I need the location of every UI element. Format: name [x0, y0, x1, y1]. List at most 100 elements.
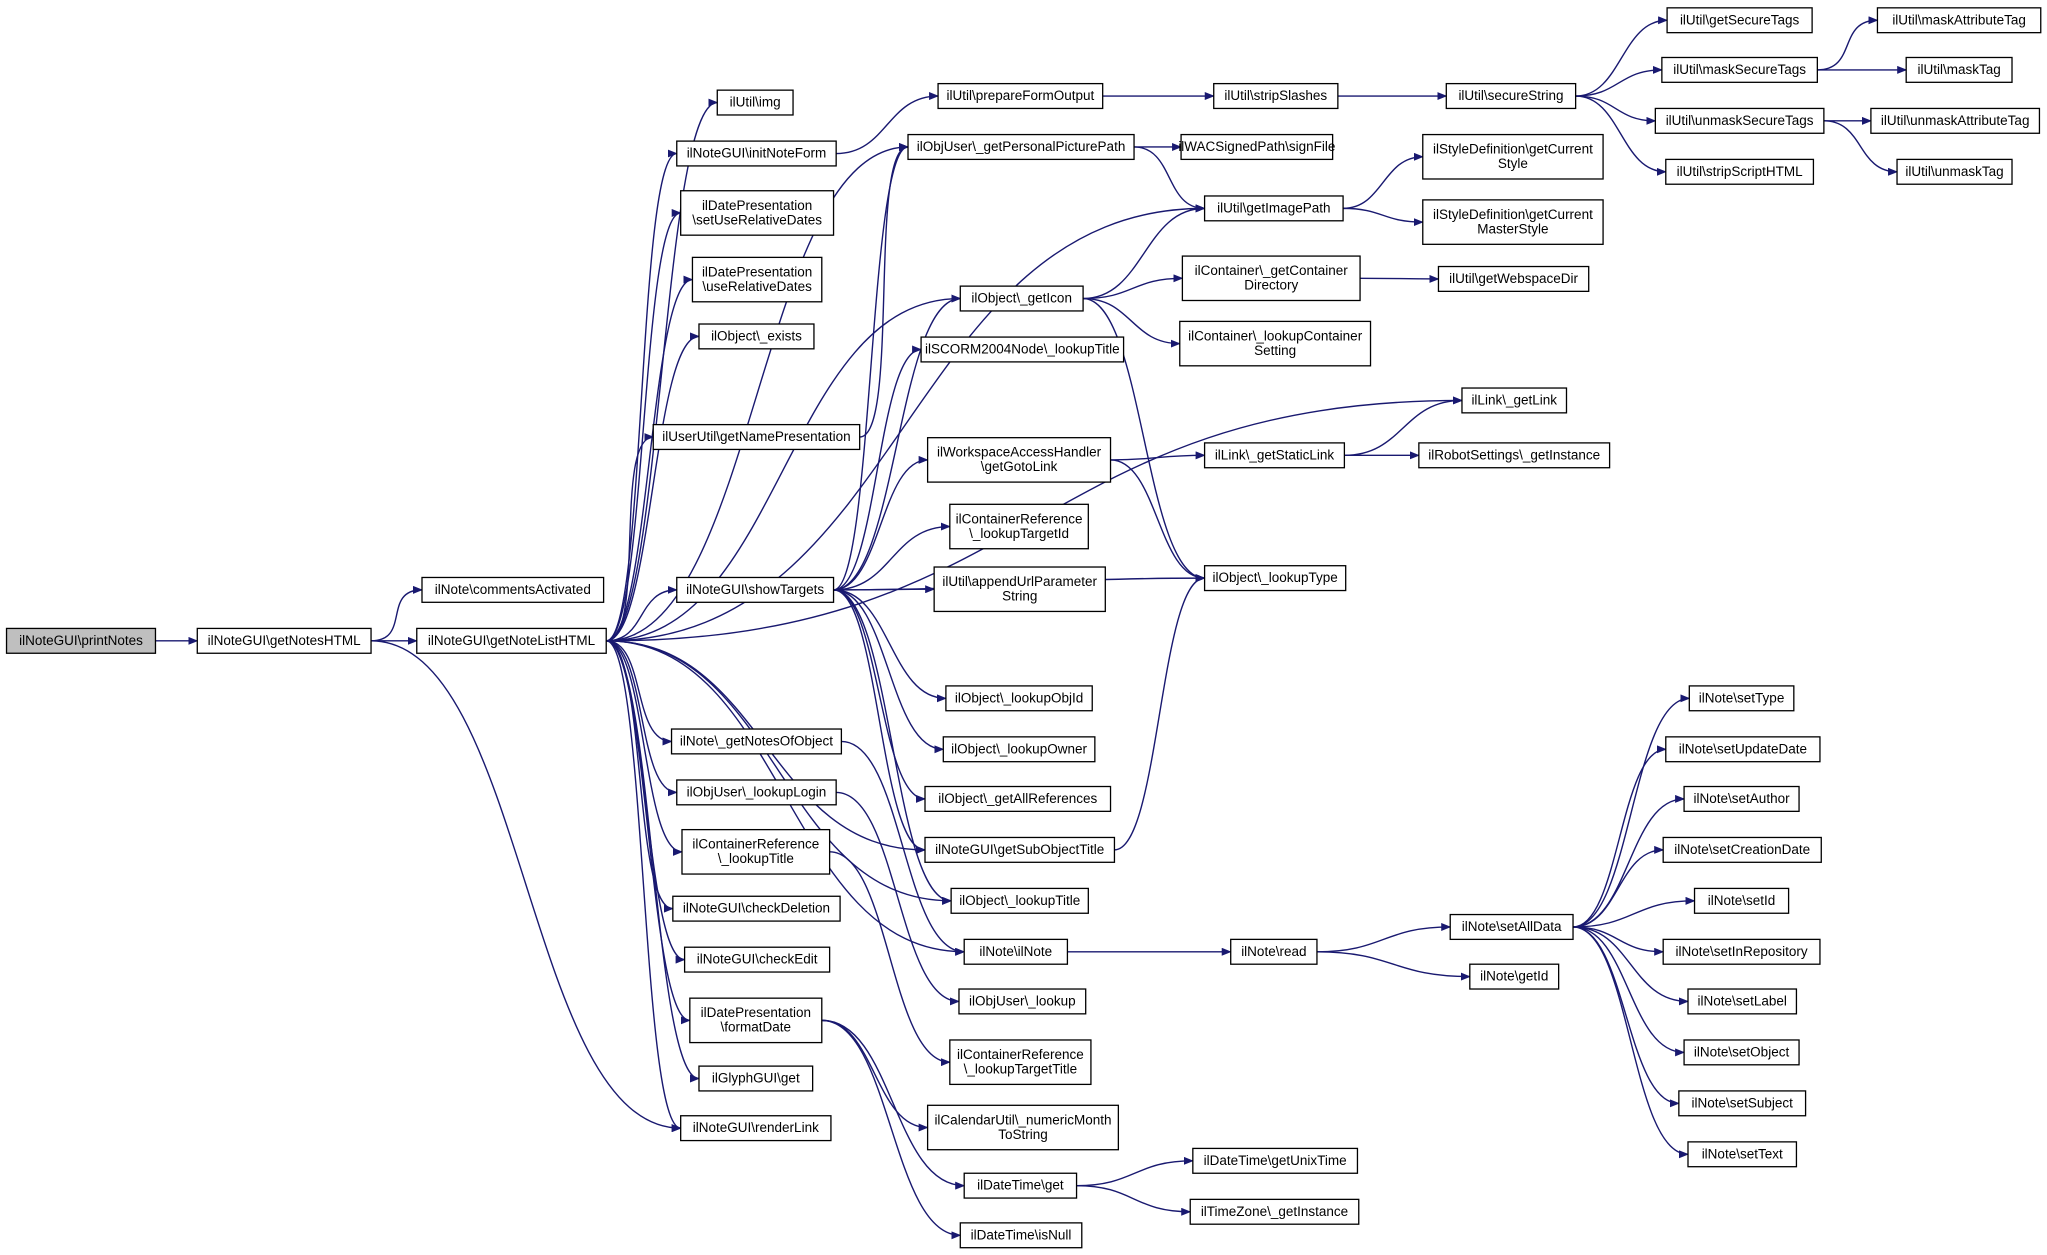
node-read[interactable]: ilNote\read [1230, 938, 1318, 965]
node-cr-lookup-target-title[interactable]: ilContainerReference\_lookupTargetTitle [949, 1039, 1092, 1086]
node-label: ilRobotSettings\_getInstance [1428, 447, 1600, 462]
node-label: ilLink\_getStaticLink [1215, 447, 1335, 462]
node-init-note-form[interactable]: ilNoteGUI\initNoteForm [676, 140, 837, 167]
edge-get-notes-html-to-comments-activated [371, 585, 423, 642]
node-box [1665, 158, 1815, 185]
node-label: ilUtil\appendUrlParameter [942, 574, 1097, 589]
node-mask-secure-tags[interactable]: ilUtil\maskSecureTags [1661, 56, 1818, 83]
edge-get-note-list-html-to-exists [606, 332, 700, 642]
node-sign-file[interactable]: ilWACSignedPath\signFile [1178, 133, 1335, 161]
node-set-in-repository[interactable]: ilNote\setInRepository [1662, 938, 1821, 965]
edge-cr-lookup-title-to-cr-lookup-target-title [829, 851, 951, 1067]
node-label: ilNote\setAllData [1462, 919, 1562, 934]
node-set-subject[interactable]: ilNote\setSubject [1678, 1090, 1807, 1117]
node-label: ilUtil\secureString [1458, 88, 1563, 103]
node-box [1437, 265, 1590, 292]
node-set-all-data[interactable]: ilNote\setAllData [1449, 913, 1574, 941]
edge-get-container-directory-to-get-webspace-dir [1360, 274, 1440, 283]
node-render-link[interactable]: ilNoteGUI\renderLink [680, 1115, 832, 1142]
node-mask-attribute-tag[interactable]: ilUtil\maskAttributeTag [1876, 7, 2042, 34]
node-obj-user-lookup[interactable]: ilObjUser\_lookup [958, 988, 1087, 1015]
node-img[interactable]: ilUtil\img [716, 89, 794, 116]
node-get-icon[interactable]: ilObject\_getIcon [959, 285, 1084, 312]
node-lookup-owner[interactable]: ilObject\_lookupOwner [942, 736, 1096, 763]
node-set-update-date[interactable]: ilNote\setUpdateDate [1665, 736, 1821, 763]
node-comments-activated[interactable]: ilNote\commentsActivated [421, 576, 605, 603]
node-box [1665, 736, 1821, 763]
node-cr-lookup-title[interactable]: ilContainerReference\_lookupTitle [681, 828, 831, 875]
node-prepare-form-output[interactable]: ilUtil\prepareFormOutput [937, 82, 1104, 110]
node-unmask-attribute-tag[interactable]: ilUtil\unmaskAttributeTag [1870, 107, 2041, 134]
node-box [1662, 836, 1822, 863]
node-get-webspace-dir[interactable]: ilUtil\getWebspaceDir [1437, 265, 1590, 292]
node-exists[interactable]: ilObject\_exists [698, 323, 815, 350]
node-get-secure-tags[interactable]: ilUtil\getSecureTags [1666, 7, 1813, 34]
node-label: ilUtil\getSecureTags [1680, 12, 1800, 27]
node-box [5, 627, 157, 654]
node-lookup-obj-id[interactable]: ilObject\_lookupObjId [945, 685, 1093, 712]
node-use-relative-dates[interactable]: ilDatePresentation\useRelativeDates [691, 256, 823, 303]
node-get-goto-link[interactable]: ilWorkspaceAccessHandler\getGotoLink [926, 437, 1112, 483]
node-lookup-login[interactable]: ilObjUser\_lookupLogin [676, 779, 837, 806]
node-get-all-references[interactable]: ilObject\_getAllReferences [924, 785, 1112, 812]
node-check-deletion[interactable]: ilNoteGUI\checkDeletion [672, 895, 841, 922]
node-lookup-type[interactable]: ilObject\_lookupType [1203, 565, 1347, 592]
node-is-null[interactable]: ilDateTime\isNull [959, 1222, 1083, 1249]
node-set-type[interactable]: ilNote\setType [1688, 685, 1795, 712]
node-scorm-lookup-title[interactable]: ilSCORM2004Node\_lookupTitle [920, 336, 1125, 363]
node-set-id[interactable]: ilNote\setId [1693, 887, 1790, 914]
node-get-image-path[interactable]: ilUtil\getImagePath [1203, 195, 1344, 222]
node-get-link[interactable]: ilLink\_getLink [1461, 387, 1568, 414]
node-print-notes[interactable]: ilNoteGUI\printNotes [5, 627, 157, 654]
edge-show-targets-to-cr-lookup-target-id [833, 522, 951, 591]
node-set-label[interactable]: ilNote\setLabel [1687, 988, 1798, 1015]
node-box [716, 89, 794, 116]
node-get-id[interactable]: ilNote\getId [1469, 963, 1560, 990]
node-secure-string[interactable]: ilUtil\secureString [1445, 82, 1577, 110]
node-box [670, 728, 843, 755]
node-set-author[interactable]: ilNote\setAuthor [1683, 785, 1800, 812]
node-check-edit[interactable]: ilNoteGUI\checkEdit [683, 946, 831, 973]
node-unmask-tag[interactable]: ilUtil\unmaskTag [1896, 158, 2013, 185]
node-il-note-ctor[interactable]: ilNote\ilNote [963, 938, 1069, 965]
node-strip-script-html[interactable]: ilUtil\stripScriptHTML [1665, 158, 1815, 185]
node-set-object[interactable]: ilNote\setObject [1683, 1039, 1800, 1066]
node-label: ilUtil\img [730, 95, 781, 110]
node-get-sub-object-title[interactable]: ilNoteGUI\getSubObjectTitle [924, 836, 1116, 863]
node-format-date[interactable]: ilDatePresentation\formatDate [689, 997, 823, 1044]
node-set-creation-date[interactable]: ilNote\setCreationDate [1662, 836, 1822, 863]
node-label: \formatDate [721, 1020, 792, 1035]
edge-lookup-login-to-obj-user-lookup [836, 791, 960, 1006]
node-get-static-link[interactable]: ilLink\_getStaticLink [1203, 442, 1346, 469]
edge-get-note-list-html-to-get-personal-picture-path [606, 143, 910, 642]
node-cr-lookup-target-id[interactable]: ilContainerReference\_lookupTargetId [949, 503, 1089, 550]
node-get-unix-time[interactable]: ilDateTime\getUnixTime [1192, 1147, 1359, 1174]
node-box [1445, 82, 1577, 110]
node-set-text[interactable]: ilNote\setText [1687, 1141, 1798, 1168]
node-obj-lookup-title[interactable]: ilObject\_lookupTitle [950, 887, 1089, 914]
node-strip-slashes[interactable]: ilUtil\stripSlashes [1213, 82, 1339, 110]
node-label: ilObjUser\_lookupLogin [687, 784, 827, 799]
node-show-targets[interactable]: ilNoteGUI\showTargets [676, 576, 835, 603]
node-set-use-relative-dates[interactable]: ilDatePresentation\setUseRelativeDates [680, 190, 835, 236]
node-get-name-presentation[interactable]: ilUserUtil\getNamePresentation [652, 423, 861, 451]
node-glyph-get[interactable]: ilGlyphGUI\get [698, 1065, 814, 1092]
node-label: ilObject\_lookupTitle [959, 893, 1080, 908]
node-robot-get-instance[interactable]: ilRobotSettings\_getInstance [1418, 442, 1611, 469]
node-get-notes-of-object[interactable]: ilNote\_getNotesOfObject [670, 728, 843, 755]
node-date-time-get[interactable]: ilDateTime\get [963, 1172, 1078, 1199]
node-mask-tag[interactable]: ilUtil\maskTag [1905, 56, 2013, 83]
node-unmask-secure-tags[interactable]: ilUtil\unmaskSecureTags [1654, 107, 1825, 134]
node-get-personal-picture-path[interactable]: ilObjUser\_getPersonalPicturePath [907, 133, 1135, 161]
node-get-notes-html[interactable]: ilNoteGUI\getNotesHTML [196, 627, 372, 654]
node-label: ilNoteGUI\showTargets [686, 582, 824, 597]
node-tz-get-instance[interactable]: ilTimeZone\_getInstance [1189, 1198, 1360, 1225]
node-get-note-list-html[interactable]: ilNoteGUI\getNoteListHTML [416, 627, 607, 654]
edge-get-note-list-html-to-get-name-presentation [606, 433, 655, 642]
